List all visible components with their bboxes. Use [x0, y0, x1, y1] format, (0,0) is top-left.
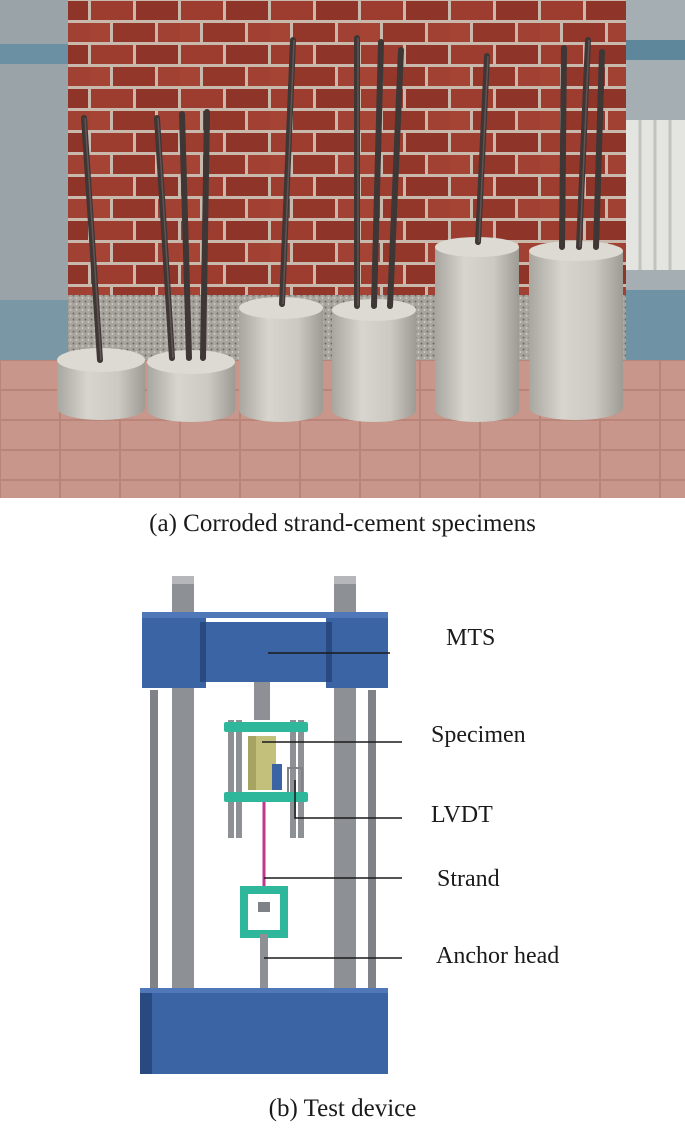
specimens-photo: [0, 0, 685, 498]
specimen-cylinder-6: [529, 241, 623, 420]
label-anchor-head: Anchor head: [436, 943, 559, 969]
specimen-fixture: [224, 720, 308, 838]
actuator-rod: [254, 682, 270, 720]
label-mts: MTS: [446, 625, 495, 651]
caption-b: (b) Test device: [268, 1095, 417, 1122]
label-strand: Strand: [437, 866, 500, 892]
specimen-cylinder-4: [332, 299, 416, 422]
label-specimen: Specimen: [431, 722, 526, 748]
label-lvdt: LVDT: [431, 802, 493, 828]
specimen-cylinder-1: [57, 348, 145, 420]
specimen-cylinder-3: [239, 297, 323, 422]
specimen-cylinder-5: [435, 237, 519, 422]
caption-a: (a) Corroded strand-cement specimens: [149, 510, 536, 537]
test-device-diagram: MTS Specimen LVDT Strand Anchor head: [140, 576, 559, 1074]
mts-base: [140, 988, 388, 1074]
lvdt-leader: [294, 780, 402, 819]
steel-strands: [81, 35, 605, 363]
specimen-cylinder-2: [147, 350, 235, 422]
mts-crosshead: [142, 612, 388, 688]
anchor-head: [240, 886, 288, 990]
